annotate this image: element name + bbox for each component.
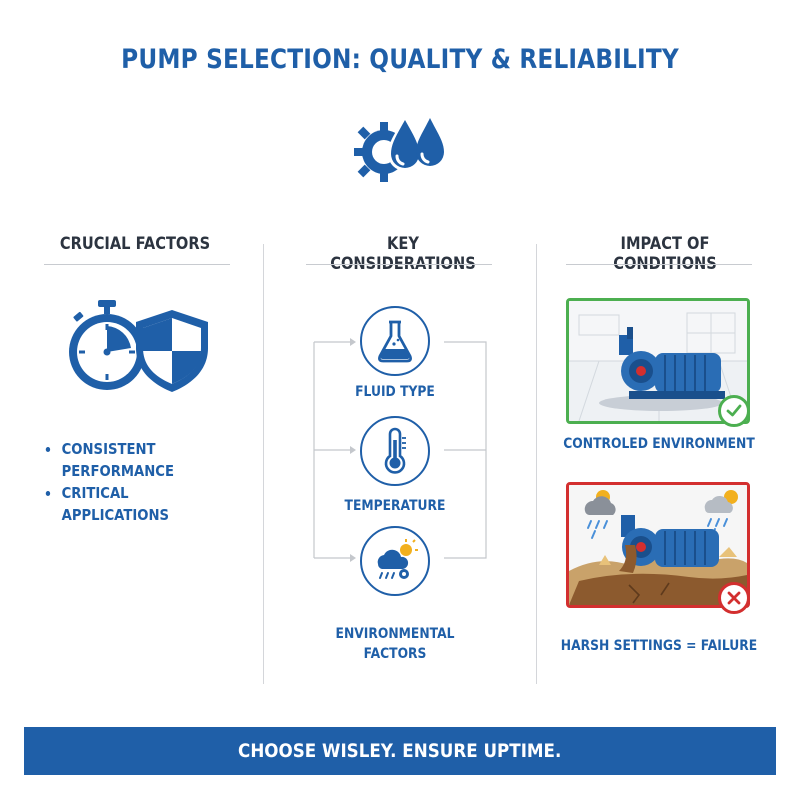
crucial-factors-icons (69, 300, 208, 392)
temperature-badge (360, 416, 430, 486)
stopwatch-icon (69, 300, 145, 390)
thermometer-icon (384, 427, 406, 474)
controlled-environment-card (566, 298, 750, 424)
harsh-settings-card (566, 482, 750, 608)
crucial-factors-list: CONSISTENT PERFORMANCE CRITICAL APPLICAT… (44, 438, 264, 526)
gear-water-drops-icon (354, 116, 444, 182)
x-icon (718, 582, 750, 614)
environmental-factors-badge (360, 526, 430, 596)
pump-harsh-illustration (569, 485, 747, 605)
fluid-type-label: FLUID TYPE (355, 384, 435, 400)
cta-banner: CHOOSE WISLEY. ENSURE UPTIME. (24, 727, 776, 775)
column-separator (536, 244, 537, 684)
page-title: PUMP SELECTION: QUALITY & RELIABILITY (121, 44, 679, 75)
fluid-type-badge (360, 306, 430, 376)
bullet-item: CRITICAL APPLICATIONS (44, 482, 238, 526)
crucial-factors-heading: CRUCIAL FACTORS (59, 234, 211, 254)
key-considerations-flow: FLUID TYPE TEMPERATURE (300, 300, 500, 680)
flow-connectors (313, 338, 487, 562)
harsh-settings-label: HARSH SETTINGS = FAILURE (560, 638, 758, 654)
flask-icon (378, 320, 412, 363)
divider (44, 264, 230, 265)
environmental-factors-label: ENVIRONMENTAL FACTORS (335, 626, 455, 662)
storm-cloud-icon (584, 490, 616, 539)
divider (566, 264, 752, 265)
bullet-item: CONSISTENT PERFORMANCE (44, 438, 238, 482)
controlled-environment-label: CONTROLED ENVIRONMENT (563, 436, 755, 452)
temperature-label: TEMPERATURE (344, 498, 446, 514)
storm-cloud-icon (704, 490, 738, 537)
divider (306, 264, 492, 265)
key-considerations-heading: KEY CONSIDERATIONS (330, 234, 476, 274)
impact-of-conditions-heading: IMPACT OF CONDITIONS (613, 234, 717, 274)
check-icon (718, 395, 750, 427)
pump-indoor-illustration (569, 301, 747, 421)
shield-icon (136, 310, 208, 392)
weather-icon (377, 539, 418, 579)
column-separator (263, 244, 264, 684)
cta-banner-text: CHOOSE WISLEY. ENSURE UPTIME. (238, 740, 562, 762)
